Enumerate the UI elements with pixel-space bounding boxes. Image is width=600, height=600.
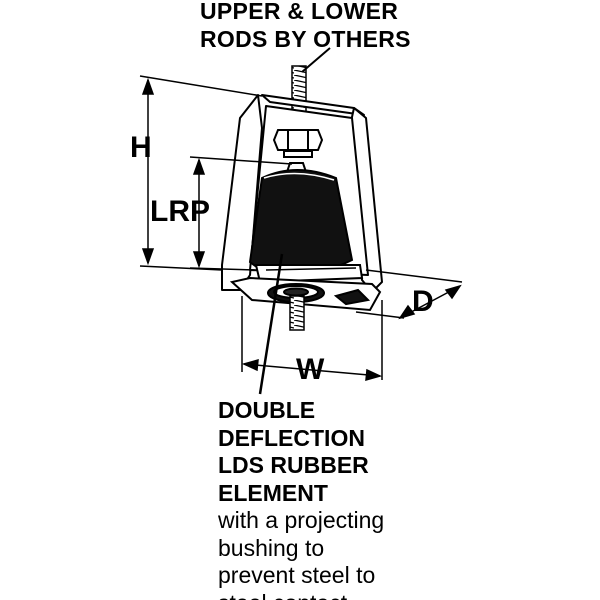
element-callout: DOUBLE DEFLECTION LDS RUBBER ELEMENT wit… [218,399,384,600]
element-leader-line [258,253,284,395]
element-callout-line-7: prevent steel to [218,562,376,588]
dimension-h-label: H [130,131,152,164]
dimension-lrp-label: LRP [150,195,210,228]
dimension-d-line [355,269,463,320]
element-callout-line-6: bushing to [218,534,325,561]
element-callout-line-8: steel contact. [218,591,384,600]
dimension-w-line [241,296,383,382]
upper-nut [272,129,324,158]
rods-callout-line-2: RODS BY OTHERS [200,26,411,52]
dimension-h-line [139,75,263,271]
lower-rod [289,295,305,331]
dimension-w-label: W [296,353,325,386]
element-callout-line-3: LDS RUBBER [218,452,369,478]
rods-leader-line [301,47,331,73]
element-callout-line-4: ELEMENT [218,479,328,506]
element-callout-line-2: DEFLECTION [218,424,365,451]
element-callout-line-5: with a projecting [218,507,385,533]
rods-callout-line-1: UPPER & LOWER [200,0,399,24]
base-plate [229,276,382,312]
dimension-d-label: D [412,285,434,318]
dimension-lrp-line [189,156,293,271]
rods-callout: UPPER & LOWER RODS BY OTHERS [200,0,411,56]
element-callout-line-1: DOUBLE [218,397,316,423]
rubber-element [248,162,364,284]
